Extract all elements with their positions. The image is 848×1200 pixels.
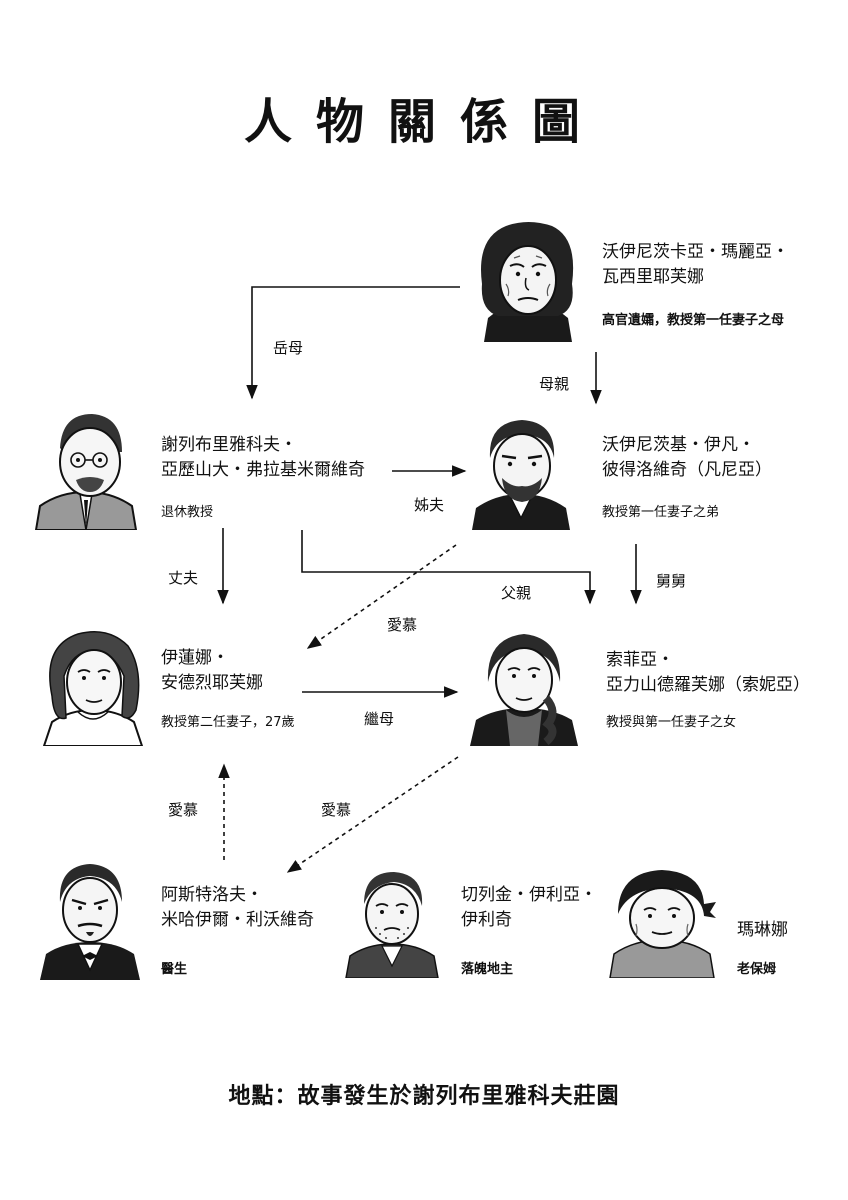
character-name-maria-line2: 瓦西里耶芙娜 — [602, 267, 704, 287]
portrait-yelena — [38, 626, 148, 746]
character-role-vanya: 教授第一任妻子之弟 — [602, 505, 720, 520]
relation-label-uncle: 舅舅 — [656, 572, 687, 590]
character-name-astrov-line1: 阿斯特洛夫・ — [161, 885, 263, 905]
character-name-marina: 瑪琳娜 — [737, 920, 788, 940]
character-name-telegin-line2: 伊利奇 — [461, 910, 512, 930]
relation-label-admire-2: 愛慕 — [168, 801, 199, 819]
character-name-yelena-line2: 安德烈耶芙娜 — [161, 673, 263, 693]
relation-label-husband: 丈夫 — [168, 569, 199, 587]
portrait-marina — [604, 866, 720, 978]
diagram-title: 人物關係圖 — [243, 94, 604, 150]
relation-label-admire-3: 愛慕 — [321, 801, 352, 819]
character-name-astrov-line2: 米哈伊爾・利沃維奇 — [161, 910, 314, 930]
relation-label-mother: 母親 — [539, 375, 570, 393]
character-name-vanya-line1: 沃伊尼茨基・伊凡・ — [602, 435, 755, 455]
arrow-mother-in-law — [246, 286, 460, 400]
character-role-serebryakov: 退休教授 — [161, 505, 214, 520]
character-name-telegin-line1: 切列金・伊利亞・ — [461, 885, 597, 905]
character-name-serebryakov-line1: 謝列布里雅科夫・ — [161, 435, 297, 455]
character-role-maria: 高官遺孀，教授第一任妻子之母 — [602, 313, 785, 328]
character-role-marina: 老保姆 — [737, 962, 777, 977]
portrait-telegin — [342, 868, 442, 978]
arrow-admire-sonya-astrov — [286, 756, 459, 873]
portrait-vanya — [466, 414, 576, 530]
character-name-yelena-line1: 伊蓮娜・ — [161, 648, 229, 668]
portrait-astrov — [36, 860, 144, 980]
character-role-yelena: 教授第二任妻子，27歲 — [161, 715, 295, 730]
arrow-admire-vanya-yelena — [306, 544, 457, 649]
relation-label-mother-in-law: 岳母 — [273, 339, 304, 357]
arrow-father — [301, 530, 596, 605]
relation-label-brother-in-law: 姊夫 — [414, 496, 445, 514]
character-name-vanya-line2: 彼得洛維奇（凡尼亞） — [602, 460, 772, 480]
character-role-sonya: 教授與第一任妻子之女 — [606, 715, 737, 730]
character-role-astrov: 醫生 — [161, 962, 188, 977]
portrait-serebryakov — [30, 408, 142, 530]
relation-label-admire-1: 愛慕 — [387, 616, 418, 634]
character-name-sonya-line1: 索菲亞・ — [606, 650, 674, 670]
relation-label-father: 父親 — [501, 584, 532, 602]
relation-label-stepmother: 繼母 — [364, 710, 395, 728]
character-name-maria-line1: 沃伊尼茨卡亞・瑪麗亞・ — [602, 242, 789, 262]
location-note: 地點：故事發生於謝列布里雅科夫莊園 — [228, 1083, 620, 1109]
character-name-sonya-line2: 亞力山德羅芙娜（索妮亞） — [606, 675, 810, 695]
portrait-maria — [474, 218, 582, 342]
character-name-serebryakov-line2: 亞歷山大・弗拉基米爾維奇 — [161, 460, 365, 480]
character-role-telegin: 落魄地主 — [461, 962, 514, 977]
portrait-sonya — [466, 628, 582, 746]
